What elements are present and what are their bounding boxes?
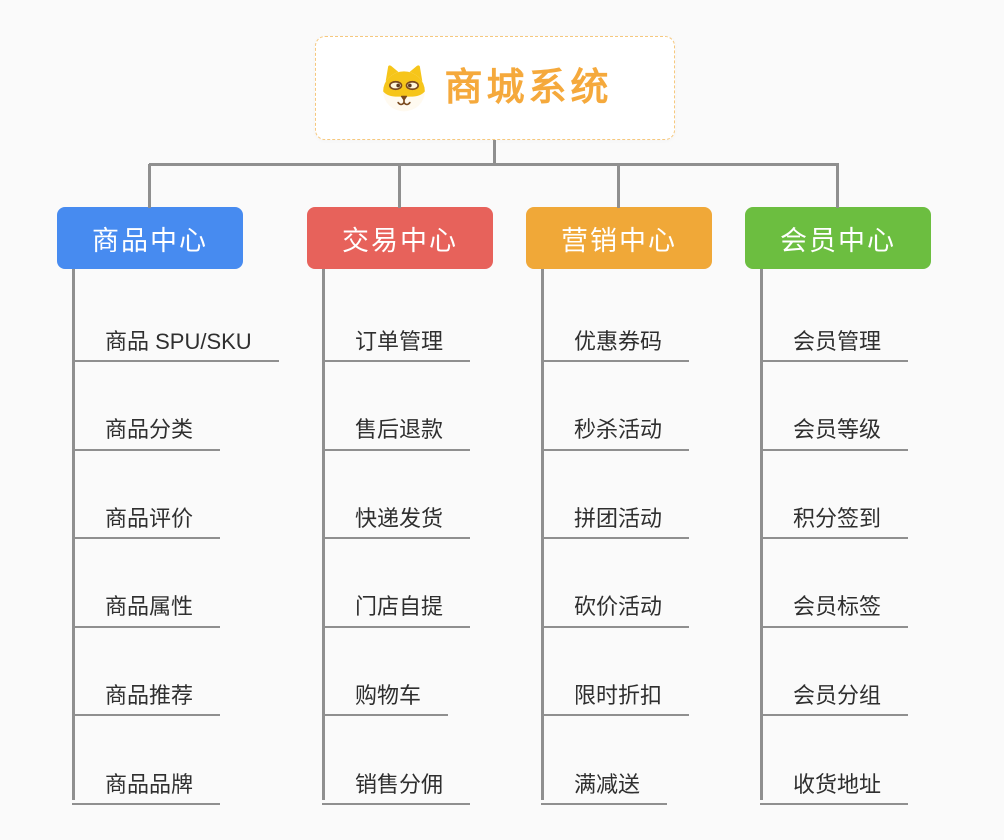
leaf-item-marketing-center-3[interactable]: 拼团活动 — [541, 483, 690, 540]
root-title: 商城系统 — [444, 67, 613, 109]
branch-bus-line — [149, 163, 839, 166]
leaf-label: 会员等级 — [793, 417, 882, 443]
leaf-label: 秒杀活动 — [574, 417, 663, 443]
leaf-label: 限时折扣 — [574, 683, 663, 708]
leaf-item-marketing-center-4[interactable]: 砍价活动 — [541, 572, 690, 628]
member-center-node[interactable]: 会员中心 — [745, 207, 931, 269]
connector-drop-product-center — [148, 164, 151, 208]
leaf-label: 收货地址 — [793, 771, 882, 797]
leaf-item-marketing-center-1[interactable]: 优惠券码 — [541, 306, 690, 362]
marketing-center-spine-line — [541, 269, 544, 800]
leaf-label: 优惠券码 — [574, 328, 663, 354]
leaf-item-product-center-1[interactable]: 商品 SPU/SKU — [72, 306, 279, 362]
leaf-item-trade-center-4[interactable]: 门店自提 — [322, 572, 471, 628]
leaf-label: 售后退款 — [355, 417, 444, 443]
leaf-item-member-center-4[interactable]: 会员标签 — [760, 572, 909, 628]
root-stem-line — [493, 140, 496, 166]
leaf-item-marketing-center-5[interactable]: 限时折扣 — [541, 660, 690, 717]
leaf-label: 订单管理 — [355, 328, 444, 354]
leaf-item-trade-center-5[interactable]: 购物车 — [322, 660, 449, 717]
leaf-item-member-center-5[interactable]: 会员分组 — [760, 660, 909, 717]
root-node[interactable]: 商城系统 — [315, 36, 675, 140]
leaf-label: 商品推荐 — [105, 683, 194, 708]
leaf-item-trade-center-2[interactable]: 售后退款 — [322, 395, 471, 451]
leaf-item-marketing-center-2[interactable]: 秒杀活动 — [541, 395, 690, 451]
leaf-item-member-center-2[interactable]: 会员等级 — [760, 395, 909, 451]
leaf-item-member-center-3[interactable]: 积分签到 — [760, 483, 909, 540]
leaf-label: 会员标签 — [793, 594, 882, 620]
leaf-label: 销售分佣 — [355, 771, 444, 797]
marketing-center-node[interactable]: 营销中心 — [526, 207, 712, 269]
branch-product-center: 商品中心商品 SPU/SKU 商品分类商品评价商品属性商品推荐商品品牌 — [57, 207, 307, 840]
leaf-item-product-center-3[interactable]: 商品评价 — [72, 483, 221, 540]
member-center-spine-line — [760, 269, 763, 800]
leaf-item-product-center-6[interactable]: 商品品牌 — [72, 749, 221, 805]
branch-marketing-center: 营销中心优惠券码秒杀活动拼团活动砍价活动限时折扣满减送 — [526, 207, 776, 840]
leaf-label: 商品 SPU/SKU — [105, 328, 252, 354]
leaf-label: 商品分类 — [105, 417, 194, 443]
leaf-label: 门店自提 — [355, 594, 444, 620]
branch-member-center: 会员中心会员管理会员等级积分签到会员标签会员分组收货地址 — [745, 207, 995, 840]
leaf-label: 会员分组 — [793, 683, 882, 708]
leaf-label: 商品品牌 — [105, 771, 194, 797]
trade-center-node[interactable]: 交易中心 — [307, 207, 493, 269]
trade-center-spine-line — [322, 269, 325, 800]
leaf-label: 砍价活动 — [574, 594, 663, 620]
connector-drop-trade-center — [398, 164, 401, 208]
connector-drop-marketing-center — [617, 164, 620, 208]
branch-trade-center: 交易中心订单管理售后退款快递发货门店自提购物车销售分佣 — [307, 207, 557, 840]
connector-drop-member-center — [836, 164, 839, 208]
leaf-label: 购物车 — [355, 683, 422, 708]
leaf-item-product-center-4[interactable]: 商品属性 — [72, 572, 221, 628]
leaf-label: 商品属性 — [105, 594, 194, 620]
leaf-label: 快递发货 — [355, 505, 444, 531]
leaf-label: 满减送 — [574, 771, 641, 797]
leaf-item-product-center-5[interactable]: 商品推荐 — [72, 660, 221, 717]
leaf-label: 商品评价 — [105, 505, 194, 531]
leaf-item-marketing-center-6[interactable]: 满减送 — [541, 749, 668, 805]
leaf-item-trade-center-3[interactable]: 快递发货 — [322, 483, 471, 540]
leaf-item-trade-center-1[interactable]: 订单管理 — [322, 306, 471, 362]
leaf-item-trade-center-6[interactable]: 销售分佣 — [322, 749, 471, 805]
shiba-dog-icon — [383, 65, 426, 112]
product-center-spine-line — [72, 269, 75, 800]
leaf-item-member-center-6[interactable]: 收货地址 — [760, 749, 909, 805]
leaf-item-product-center-2[interactable]: 商品分类 — [72, 395, 221, 451]
leaf-label: 积分签到 — [793, 505, 882, 531]
leaf-label: 会员管理 — [793, 328, 882, 354]
leaf-item-member-center-1[interactable]: 会员管理 — [760, 306, 909, 362]
product-center-node[interactable]: 商品中心 — [57, 207, 243, 269]
leaf-label: 拼团活动 — [574, 505, 663, 531]
